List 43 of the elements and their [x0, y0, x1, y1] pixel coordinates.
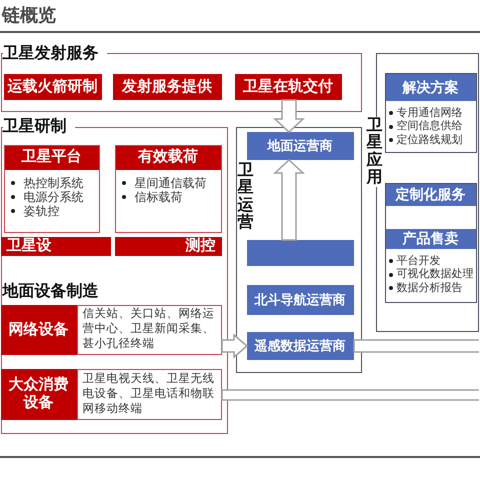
list-item: 定位路线规划: [396, 134, 462, 147]
group-heading: 卫星发射服务: [2, 44, 106, 62]
list-item: 平台开发: [396, 254, 440, 268]
operator-box: 地面运营商: [246, 132, 354, 160]
info-card: [384, 182, 476, 302]
info-card: [384, 72, 476, 152]
operator-box: 北斗导航运营商: [246, 284, 354, 314]
hollow-band: [221, 389, 480, 401]
info-card: [114, 144, 222, 232]
list-item: 电源分系统: [24, 190, 84, 204]
list-item: 星间通信载荷: [134, 176, 206, 190]
card-header: 定制化服务: [386, 184, 476, 206]
block-arrow: [273, 99, 305, 134]
list-item: 可视化数据处理: [396, 268, 474, 282]
category-box: 发射服务提供: [112, 74, 222, 100]
list-item: 热控制系统: [24, 176, 84, 190]
list-item: 姿轨控: [24, 204, 60, 218]
list-item: 空间信息供给: [396, 120, 462, 134]
operator-box: [246, 240, 354, 266]
info-card: [4, 144, 100, 232]
list-item: 信标载荷: [134, 190, 182, 204]
list-item: 专用通信网络: [396, 106, 462, 120]
diagram-title: 链概览: [2, 4, 56, 26]
description-box: 卫星电视天线、卫星无线电设备、卫星电话和物联网移动终端: [76, 368, 222, 420]
operator-box: 遥感数据运营商: [246, 332, 354, 360]
card-header: 解决方案: [386, 74, 476, 100]
card-header: 有效载荷: [116, 146, 220, 170]
category-box: 运载火箭研制: [4, 74, 102, 100]
vertical-heading: 卫星运营: [238, 162, 254, 232]
block-arrow: [221, 333, 248, 359]
card-header: 产品售卖: [386, 228, 476, 248]
card-header: 卫星平台: [4, 146, 98, 170]
hollow-band: [353, 339, 480, 353]
category-box: 网络设备: [0, 304, 76, 354]
category-box: 测控: [114, 236, 222, 256]
category-box: 大众消费设备: [0, 368, 76, 420]
category-box: 卫星在轨交付: [234, 74, 342, 100]
description-box: 信关站、关口站、网络运营中心、卫星新闻采集、甚小孔径终端: [76, 304, 222, 354]
vertical-heading: 卫星应用: [366, 116, 382, 187]
category-box: 卫星设: [0, 236, 110, 256]
group-heading: 卫星研制: [2, 118, 74, 136]
list-item: 数据分析报告: [396, 282, 462, 295]
block-arrow: [273, 158, 305, 241]
